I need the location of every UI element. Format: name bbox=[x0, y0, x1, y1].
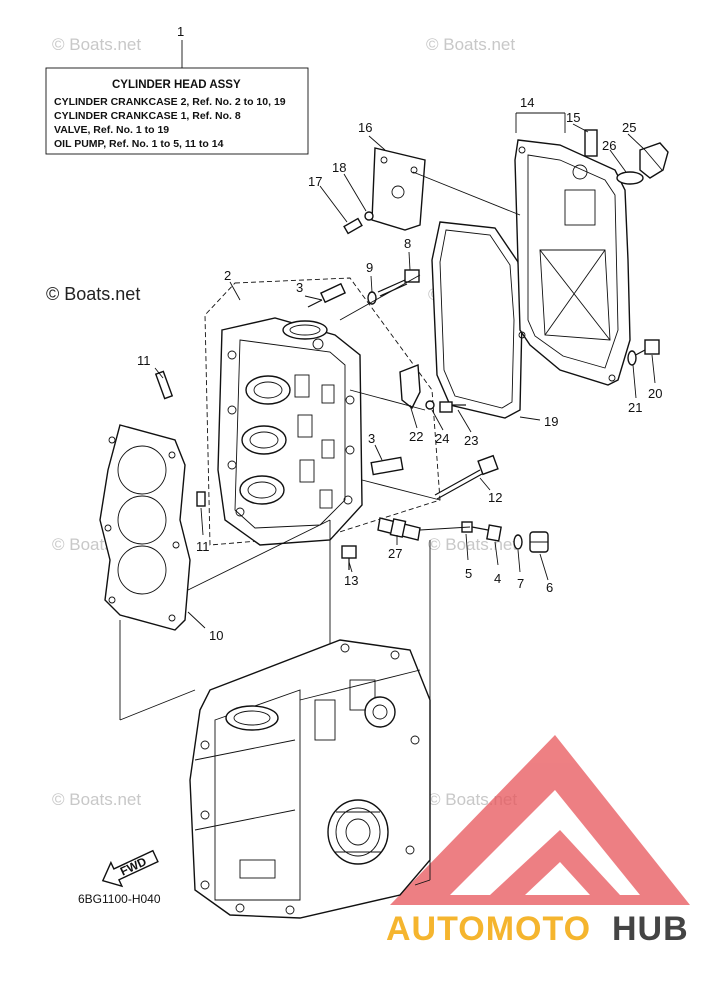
watermark: © Boats.net bbox=[52, 790, 141, 809]
forward-direction-arrow: FWD bbox=[101, 849, 159, 888]
part-3-upper bbox=[307, 282, 347, 308]
legend-line: OIL PUMP, Ref. No. 1 to 5, 11 to 14 bbox=[54, 138, 224, 150]
legend-box bbox=[45, 67, 309, 155]
dowel-pin bbox=[154, 370, 174, 400]
callout-13: 13 bbox=[344, 573, 358, 588]
brand-name-part2: HUB bbox=[612, 910, 689, 948]
callout-2: 2 bbox=[224, 268, 231, 283]
part-3-lower bbox=[370, 456, 404, 476]
diagram-code: 6BG1100-H040 bbox=[78, 892, 161, 906]
callout-17: 17 bbox=[308, 174, 322, 189]
callout-9: 9 bbox=[366, 260, 373, 275]
legend-line: CYLINDER CRANKCASE 2, Ref. No. 2 to 10, … bbox=[54, 96, 286, 108]
callout-10: 10 bbox=[209, 628, 223, 643]
legend-line: VALVE, Ref. No. 1 to 19 bbox=[54, 124, 169, 136]
callout-6: 6 bbox=[546, 580, 553, 595]
spark-plug-27 bbox=[377, 517, 421, 541]
cap-part-15 bbox=[584, 129, 598, 157]
callout-4: 4 bbox=[494, 571, 501, 586]
callout-23: 23 bbox=[464, 433, 478, 448]
callout-16: 16 bbox=[358, 120, 372, 135]
bracket-22 bbox=[399, 364, 421, 410]
legend-title: CYLINDER HEAD ASSY bbox=[112, 79, 241, 91]
bolt-13 bbox=[341, 545, 357, 570]
callout-19: 19 bbox=[544, 414, 558, 429]
watermark-dark: © Boats.net bbox=[46, 284, 140, 304]
callout-11: 11 bbox=[196, 539, 210, 554]
dowel-pin bbox=[196, 491, 206, 507]
callout-7: 7 bbox=[517, 576, 524, 591]
watermark: © Boats.net bbox=[52, 35, 141, 54]
callout-11: 11 bbox=[137, 353, 151, 368]
watermark: © Boats.net bbox=[428, 535, 517, 554]
callout-18: 18 bbox=[332, 160, 346, 175]
sleeve-4 bbox=[486, 524, 502, 542]
cover-gasket bbox=[431, 221, 523, 419]
bolt-8 bbox=[377, 269, 420, 297]
crankcase bbox=[189, 639, 431, 919]
oil-filter bbox=[327, 799, 389, 865]
callout-5: 5 bbox=[465, 566, 472, 581]
long-bolt-12 bbox=[434, 454, 499, 500]
bolt-17 bbox=[343, 217, 363, 235]
callout-3: 3 bbox=[368, 431, 375, 446]
brand-name-part1: AUTOMOTO bbox=[386, 910, 591, 948]
callout-21: 21 bbox=[628, 400, 642, 415]
legend-line: CYLINDER CRANKCASE 1, Ref. No. 8 bbox=[54, 110, 241, 122]
callout-26: 26 bbox=[602, 138, 616, 153]
callout-25: 25 bbox=[622, 120, 636, 135]
washer-24 bbox=[425, 400, 435, 410]
callout-15: 15 bbox=[566, 110, 580, 125]
callout-22: 22 bbox=[409, 429, 423, 444]
valve-cover bbox=[514, 139, 631, 386]
watermark: © Boats.net bbox=[426, 35, 515, 54]
washer-21 bbox=[627, 350, 637, 366]
callout-3: 3 bbox=[296, 280, 303, 295]
callout-14: 14 bbox=[520, 95, 534, 110]
head-gasket bbox=[99, 424, 191, 631]
plate-16 bbox=[371, 147, 426, 231]
callout-12: 12 bbox=[488, 490, 502, 505]
oil-filler-cap-25 bbox=[639, 142, 669, 179]
fwd-label: FWD bbox=[118, 854, 149, 878]
callouts: 2 3 3 11 11 10 12 13 27 5 4 7 6 9 8 17 1… bbox=[137, 95, 662, 643]
callout-1: 1 bbox=[177, 24, 184, 39]
ring-7 bbox=[513, 534, 523, 550]
cylinder-head bbox=[217, 317, 363, 546]
callout-27: 27 bbox=[388, 546, 402, 561]
callout-leaders bbox=[154, 112, 656, 629]
callout-8: 8 bbox=[404, 236, 411, 251]
callout-20: 20 bbox=[648, 386, 662, 401]
o-ring-26 bbox=[616, 171, 644, 185]
bolt-23 bbox=[439, 401, 466, 413]
washer-18 bbox=[364, 211, 374, 221]
plug-6 bbox=[529, 531, 549, 553]
assembly-lines bbox=[119, 171, 521, 886]
callout-24: 24 bbox=[435, 431, 449, 446]
assembly-outline bbox=[204, 277, 441, 546]
brand-logo bbox=[390, 735, 690, 905]
